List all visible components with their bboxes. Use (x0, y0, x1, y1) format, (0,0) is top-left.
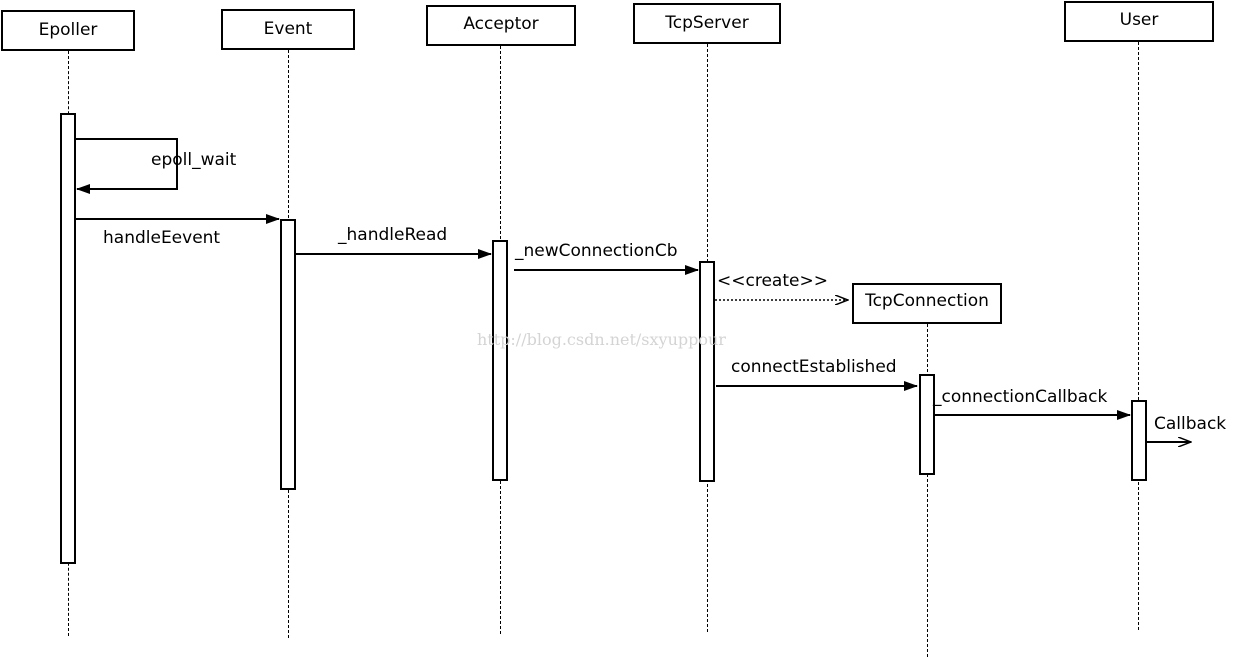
activation-acceptor (492, 240, 508, 481)
lifeline-user (1138, 42, 1139, 630)
message-create: <<create>> (717, 271, 828, 291)
participant-tcpconnection-label: TcpConnection (865, 291, 989, 311)
participant-epoller: Epoller (1, 10, 135, 51)
message-connect-established: connectEstablished (731, 357, 897, 377)
participant-user-label: User (1119, 10, 1159, 30)
arrow-epoll-wait (76, 138, 178, 194)
participant-epoller-label: Epoller (38, 20, 98, 40)
participant-user: User (1064, 1, 1214, 42)
message-callback: Callback (1154, 414, 1227, 434)
message-connection-callback: _connectionCallback (933, 387, 1108, 407)
activation-tcpconnection (919, 374, 935, 475)
activation-event (280, 219, 296, 490)
message-new-connection-cb: _newConnectionCb (515, 241, 678, 261)
participant-tcpserver: TcpServer (633, 3, 781, 44)
activation-epoller (60, 113, 76, 564)
message-epoll-wait: epoll_wait (151, 150, 237, 170)
participant-tcpconnection: TcpConnection (852, 283, 1002, 324)
message-handle-event: handleEevent (103, 228, 221, 248)
lifeline-tcpconnection (927, 324, 928, 657)
participant-acceptor-label: Acceptor (463, 14, 539, 34)
participant-tcpserver-label: TcpServer (665, 13, 749, 33)
activation-tcpserver (699, 261, 715, 482)
participant-event: Event (221, 9, 355, 50)
watermark-text: http://blog.csdn.net/sxyuppour (477, 330, 726, 349)
participant-acceptor: Acceptor (426, 5, 576, 46)
activation-user (1131, 400, 1147, 481)
message-handle-read: _handleRead (338, 225, 448, 245)
participant-event-label: Event (263, 19, 313, 39)
